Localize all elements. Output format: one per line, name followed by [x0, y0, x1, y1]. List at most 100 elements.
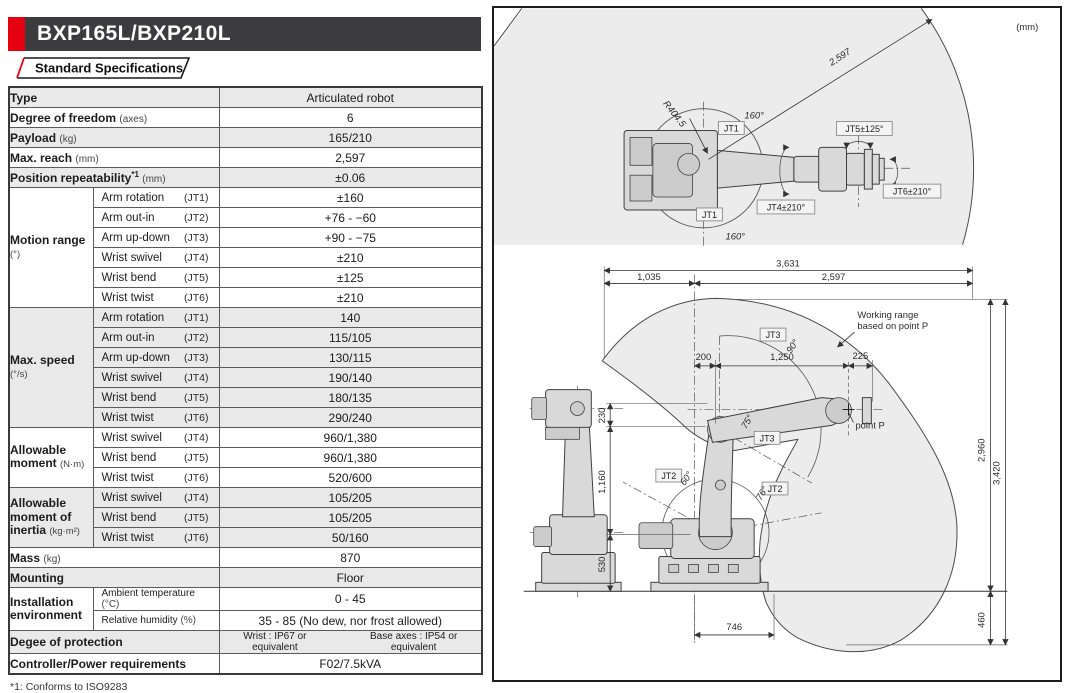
speed-jt4-label: Wrist swivel(JT4)	[92, 367, 220, 388]
row-type-label: Type	[8, 86, 220, 108]
dim-3420: 3,420	[990, 461, 1001, 485]
motion-jt1-label: Arm rotation(JT1)	[92, 187, 220, 208]
row-repeatability-value: ±0.06	[218, 167, 483, 188]
motion-jt3-value: +90 - −75	[218, 227, 483, 248]
section-tag-outline	[17, 57, 191, 79]
jt1-limit-wedge	[494, 8, 524, 49]
motion-jt6-value: ±210	[218, 287, 483, 308]
row-reach-value: 2,597	[218, 147, 483, 168]
speed-jt3-value: 130/115	[218, 347, 483, 368]
motion-jt2-label: Arm out-in(JT2)	[92, 207, 220, 228]
speed-jt3-label: Arm up-down(JT3)	[92, 347, 220, 368]
red-accent-block	[8, 17, 25, 51]
jt1-bottom-box	[696, 207, 723, 222]
radius-leader-line	[689, 118, 708, 154]
dim-max-reach: 2,597	[822, 271, 846, 282]
dim-746: 746	[726, 621, 742, 632]
moment-jt5-value: 960/1,380	[218, 447, 483, 468]
jt1-top-label: JT1	[724, 124, 739, 134]
env-humidity-value: 35 - 85 (No dew, nor frost allowed)	[218, 610, 483, 631]
jt5-box	[836, 121, 893, 136]
env-humidity-label: Relative humidity (%)	[92, 610, 220, 631]
jt2-box-front	[761, 481, 789, 496]
moment-jt4-label: Wrist swivel(JT4)	[92, 427, 220, 448]
dim-460: 460	[976, 612, 987, 628]
dim-530: 530	[596, 557, 607, 573]
jt2-box-back	[655, 468, 683, 483]
footnote: *1: Conforms to ISO9283	[10, 681, 128, 693]
jt2-label-front: JT2	[768, 484, 783, 494]
environment-group-header: Installation environment	[8, 587, 94, 631]
spec-table: Type Articulated robot Degree of freedom…	[8, 86, 483, 675]
row-payload-label: Payload (kg)	[8, 127, 220, 148]
dim-total-width: 3,631	[776, 258, 800, 269]
jt4-label: JT4±210°	[767, 202, 806, 212]
moment-jt6-label: Wrist twist(JT6)	[92, 467, 220, 488]
robot-dimension-drawing: 2,597 R404.5 160° JT1 JT1 160° JT4±210° …	[494, 8, 1038, 653]
jt3-box-lower	[753, 430, 781, 445]
dim-1160: 1,160	[596, 470, 607, 494]
dim-230: 230	[596, 408, 607, 424]
working-range-note-line2: based on point P	[857, 320, 928, 331]
jt5-label: JT5±125°	[845, 124, 884, 134]
model-title-banner: BXP165L/BXP210L	[8, 17, 481, 51]
working-range-leader	[837, 331, 855, 348]
env-temp-label: Ambient temperature (°C)	[92, 587, 220, 611]
motion-jt1-value: ±160	[218, 187, 483, 208]
motion-jt3-label: Arm up-down(JT3)	[92, 227, 220, 248]
motion-jt4-label: Wrist swivel(JT4)	[92, 247, 220, 268]
dim-back-reach: 1,035	[637, 271, 661, 282]
jt6-label: JT6±210°	[893, 187, 932, 197]
motion-jt5-label: Wrist bend(JT5)	[92, 267, 220, 288]
inertia-jt5-value: 105/205	[218, 507, 483, 528]
motion-jt2-value: +76 - −60	[218, 207, 483, 228]
dim-2960: 2,960	[976, 438, 987, 462]
row-repeatability-label: Position repeatability*1 (mm)	[8, 167, 220, 188]
inertia-jt6-label: Wrist twist(JT6)	[92, 527, 220, 548]
dim-wrist-225: 225	[853, 350, 869, 361]
speed-jt4-value: 190/140	[218, 367, 483, 388]
speed-jt2-label: Arm out-in(JT2)	[92, 327, 220, 348]
point-p-label: point P	[855, 419, 884, 430]
robot-rear-view	[531, 389, 622, 592]
jt1-top-box	[717, 121, 745, 135]
jt1-angle-bottom: 160°	[726, 231, 746, 242]
row-mass-label: Mass (kg)	[8, 547, 220, 568]
speed-jt6-label: Wrist twist(JT6)	[92, 407, 220, 428]
inertia-jt4-value: 105/205	[218, 487, 483, 508]
jt4-rotation-arrow	[779, 144, 790, 198]
jt4-box	[756, 199, 816, 215]
model-name: BXP165L/BXP210L	[37, 22, 231, 45]
point-p-leader	[848, 412, 854, 423]
robot-top-view	[623, 130, 885, 211]
max-speed-group-header: Max. speed (°/s)	[8, 307, 94, 428]
inertia-jt6-value: 50/160	[218, 527, 483, 548]
speed-jt1-value: 140	[218, 307, 483, 328]
section-tag: Standard Specifications	[16, 57, 191, 79]
title-bar: BXP165L/BXP210L	[25, 17, 481, 51]
speed-jt5-label: Wrist bend(JT5)	[92, 387, 220, 408]
jt1-angle-top: 160°	[744, 110, 764, 121]
row-mounting-value: Floor	[218, 567, 483, 588]
jt6-box	[882, 183, 942, 199]
speed-jt5-value: 180/135	[218, 387, 483, 408]
row-dof-value: 6	[218, 107, 483, 128]
jt3-label-upper: JT3	[766, 330, 781, 340]
motion-range-group-header: Motion range (°)	[8, 187, 94, 308]
moment-jt6-value: 520/600	[218, 467, 483, 488]
row-mass-value: 870	[218, 547, 483, 568]
row-mounting-label: Mounting	[8, 567, 220, 588]
speed-jt6-value: 290/240	[218, 407, 483, 428]
top-view-figure: 2,597 R404.5 160° JT1 JT1 160° JT4±210° …	[494, 8, 1038, 247]
moment-group-header: Allowable moment (N·m)	[8, 427, 94, 488]
units-note: (mm)	[1016, 21, 1038, 32]
motion-jt4-value: ±210	[218, 247, 483, 268]
section-tag-red-slash	[16, 57, 25, 79]
side-view-figure: 3,631 1,035 2,597 200 1,250 225 746 230 …	[523, 258, 1009, 653]
jt3-box-upper	[759, 327, 787, 342]
row-controller-value: F02/7.5kVA	[218, 653, 483, 675]
robot-side-view	[638, 397, 872, 592]
moment-jt4-value: 960/1,380	[218, 427, 483, 448]
row-type-value: Articulated robot	[218, 86, 483, 108]
